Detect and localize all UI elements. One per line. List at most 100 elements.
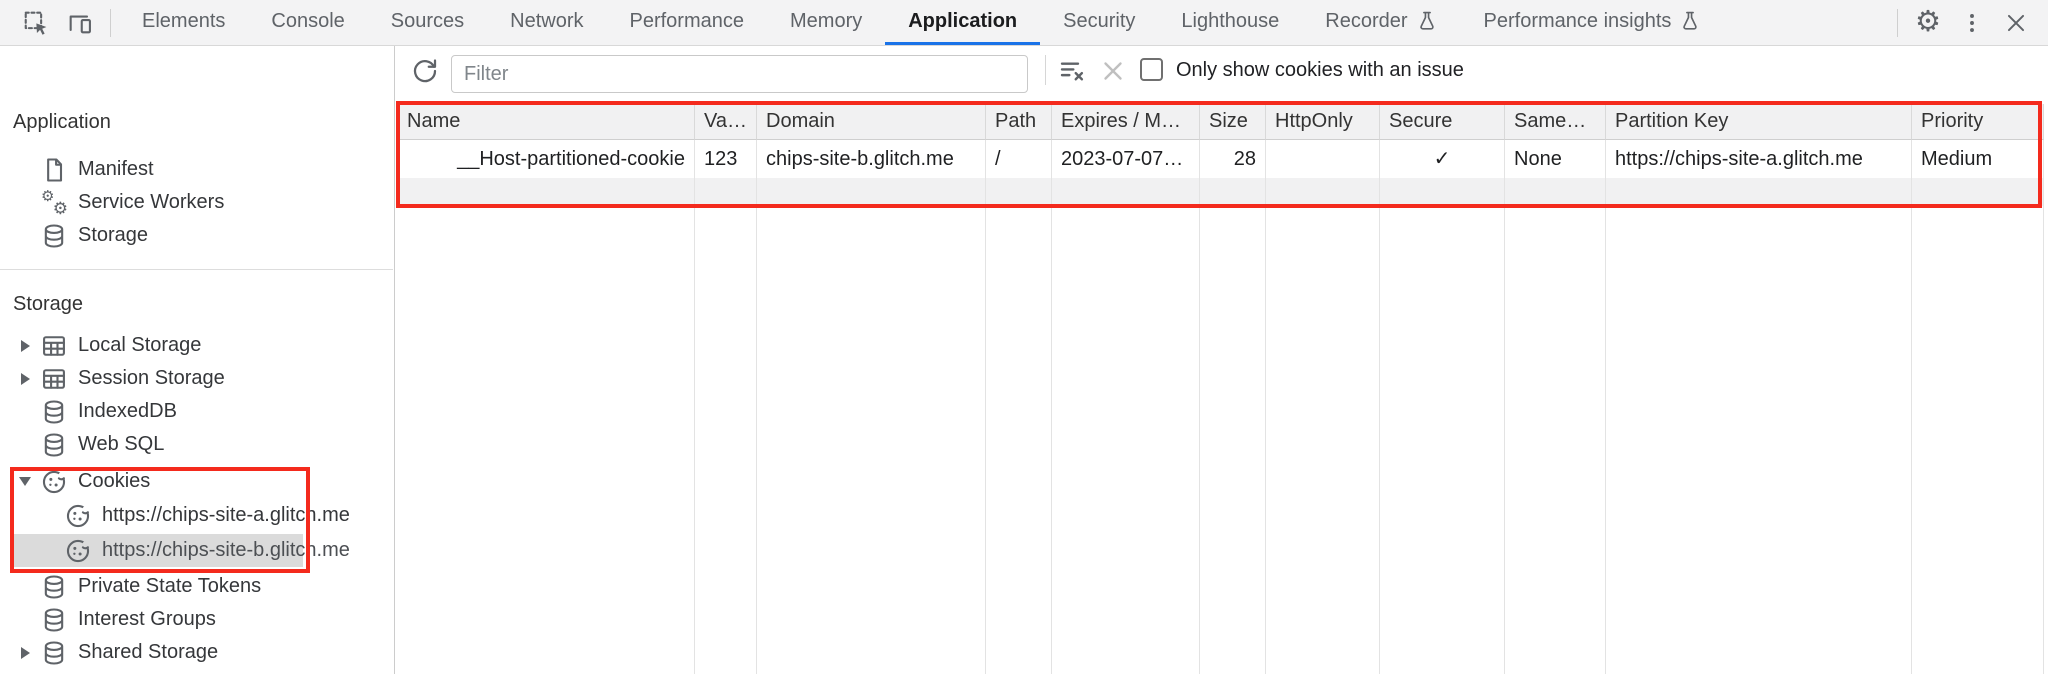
column-header-samesite[interactable]: SameSite xyxy=(1505,104,1606,140)
more-options-button[interactable] xyxy=(1950,0,1994,46)
column-header-priority[interactable]: Priority xyxy=(1912,104,2044,140)
column-header-expires[interactable]: Expires / M… xyxy=(1052,104,1200,140)
tab-elements[interactable]: Elements xyxy=(142,9,226,32)
cell-partition-key: https://chips-site-a.glitch.me xyxy=(1606,140,1912,178)
tab-performance-insights[interactable]: Performance insights xyxy=(1461,0,1725,45)
cell-path: / xyxy=(986,140,1052,178)
database-icon xyxy=(40,398,68,426)
sidebar-item-session-storage[interactable]: Session Storage xyxy=(0,362,393,395)
sidebar-item-cookies-chips-site-a[interactable]: https://chips-site-a.glitch.me xyxy=(0,499,393,532)
column-header-domain[interactable]: Domain xyxy=(757,104,986,140)
table-header-row: Name Value Domain Path Expires / M… Size… xyxy=(398,104,2044,140)
cookies-toolbar: Only show cookies with an issue xyxy=(396,46,2048,94)
cell-expires: 2023-07-07… xyxy=(1052,140,1200,178)
chevron-right-icon[interactable] xyxy=(20,646,30,659)
sidebar-item-cache-storage[interactable]: Cache Storage xyxy=(0,669,393,674)
database-icon xyxy=(40,606,68,634)
cookie-table-row[interactable]: __Host-partitioned-cookie 123 chips-site… xyxy=(398,140,2044,178)
sidebar-item-manifest[interactable]: Manifest xyxy=(0,153,393,186)
database-icon xyxy=(40,431,68,459)
column-header-size[interactable]: Size xyxy=(1200,104,1266,140)
cell-name: __Host-partitioned-cookie xyxy=(398,140,695,178)
column-header-path[interactable]: Path xyxy=(986,104,1052,140)
tab-network[interactable]: Network xyxy=(510,9,584,32)
cell-domain: chips-site-b.glitch.me xyxy=(757,140,986,178)
panel-tabs: Elements Console Sources Network Perform… xyxy=(119,0,1724,45)
cell-value: 123 xyxy=(695,140,757,178)
kebab-menu-icon xyxy=(1959,10,1985,36)
only-issue-checkbox-label[interactable]: Only show cookies with an issue xyxy=(1176,59,1464,81)
sidebar-item-private-state-tokens[interactable]: Private State Tokens xyxy=(0,570,393,603)
application-sidebar: Application Manifest ⚙⚙ Service Workers … xyxy=(0,46,395,674)
cell-size: 28 xyxy=(1200,140,1266,178)
table-empty-area xyxy=(398,206,2044,674)
device-toolbar-icon xyxy=(66,9,94,37)
tab-memory[interactable]: Memory xyxy=(790,9,863,32)
settings-gear-button[interactable]: ⚙ xyxy=(1906,0,1950,46)
tab-application[interactable]: Application xyxy=(885,0,1041,45)
cookie-filter-input[interactable] xyxy=(451,55,1028,93)
database-icon xyxy=(40,573,68,601)
refresh-button[interactable] xyxy=(410,56,440,86)
column-header-partition-key[interactable]: Partition Key xyxy=(1606,104,1912,140)
chevron-right-icon[interactable] xyxy=(20,339,30,352)
table-icon xyxy=(40,332,68,360)
tab-lighthouse[interactable]: Lighthouse xyxy=(1181,9,1280,32)
database-icon xyxy=(40,639,68,667)
cell-samesite: None xyxy=(1505,140,1606,178)
sidebar-item-service-workers[interactable]: ⚙⚙ Service Workers xyxy=(41,187,225,218)
file-icon xyxy=(40,156,68,184)
tab-security[interactable]: Security xyxy=(1063,9,1136,32)
device-toolbar-button[interactable] xyxy=(58,0,102,46)
sidebar-item-interest-groups[interactable]: Interest Groups xyxy=(0,603,393,636)
clear-filter-button[interactable] xyxy=(1056,55,1088,87)
sidebar-section-storage-title: Storage xyxy=(13,293,84,315)
tab-performance[interactable]: Performance xyxy=(629,9,745,32)
tab-console[interactable]: Console xyxy=(271,9,345,32)
table-icon xyxy=(40,365,68,393)
gear-icon: ⚙ xyxy=(1915,6,1941,38)
tab-recorder[interactable]: Recorder xyxy=(1302,0,1460,45)
tab-sources[interactable]: Sources xyxy=(390,9,465,32)
close-icon xyxy=(2003,10,2029,36)
inspect-element-button[interactable] xyxy=(14,0,58,46)
sidebar-item-cookies-chips-site-b[interactable]: https://chips-site-b.glitch.me xyxy=(0,534,393,567)
tabbar-divider xyxy=(110,8,111,37)
database-icon xyxy=(40,222,68,250)
inspect-cursor-icon xyxy=(22,9,50,37)
tabbar-left-tools xyxy=(0,0,119,45)
delete-all-cookies-button[interactable] xyxy=(1098,55,1130,87)
table-filler-row xyxy=(398,178,2044,206)
only-issue-checkbox[interactable] xyxy=(1140,58,1163,81)
column-header-httponly[interactable]: HttpOnly xyxy=(1266,104,1380,140)
refresh-icon xyxy=(410,56,440,86)
cookie-icon xyxy=(40,468,68,496)
cookies-panel: Only show cookies with an issue Name Val… xyxy=(396,46,2048,674)
tabbar-divider xyxy=(1897,8,1898,37)
filter-clear-icon xyxy=(1056,55,1088,87)
chevron-right-icon[interactable] xyxy=(20,372,30,385)
column-header-name[interactable]: Name xyxy=(398,104,695,140)
sidebar-item-indexeddb[interactable]: IndexedDB xyxy=(0,395,393,428)
sidebar-item-local-storage[interactable]: Local Storage xyxy=(0,329,393,362)
sidebar-item-web-sql[interactable]: Web SQL xyxy=(0,428,393,461)
sidebar-item-storage[interactable]: Storage xyxy=(0,219,393,252)
sidebar-section-divider xyxy=(0,269,393,270)
tabbar-right-tools: ⚙ xyxy=(1889,0,2048,45)
clear-x-icon xyxy=(1098,56,1130,86)
devtools-tabbar: Elements Console Sources Network Perform… xyxy=(0,0,2048,46)
sidebar-item-cookies[interactable]: Cookies xyxy=(0,465,393,498)
cookie-icon xyxy=(64,502,92,530)
column-header-secure[interactable]: Secure xyxy=(1380,104,1505,140)
cookie-icon xyxy=(64,537,92,565)
experiment-flask-icon xyxy=(1679,10,1701,32)
sidebar-item-shared-storage[interactable]: Shared Storage xyxy=(0,636,393,669)
chevron-down-icon[interactable] xyxy=(19,477,31,486)
column-header-value[interactable]: Value xyxy=(695,104,757,140)
toolbar-divider xyxy=(1045,55,1046,85)
experiment-flask-icon xyxy=(1416,10,1438,32)
gears-icon: ⚙⚙ xyxy=(41,187,68,218)
cell-httponly xyxy=(1266,140,1380,178)
close-devtools-button[interactable] xyxy=(1994,0,2038,46)
